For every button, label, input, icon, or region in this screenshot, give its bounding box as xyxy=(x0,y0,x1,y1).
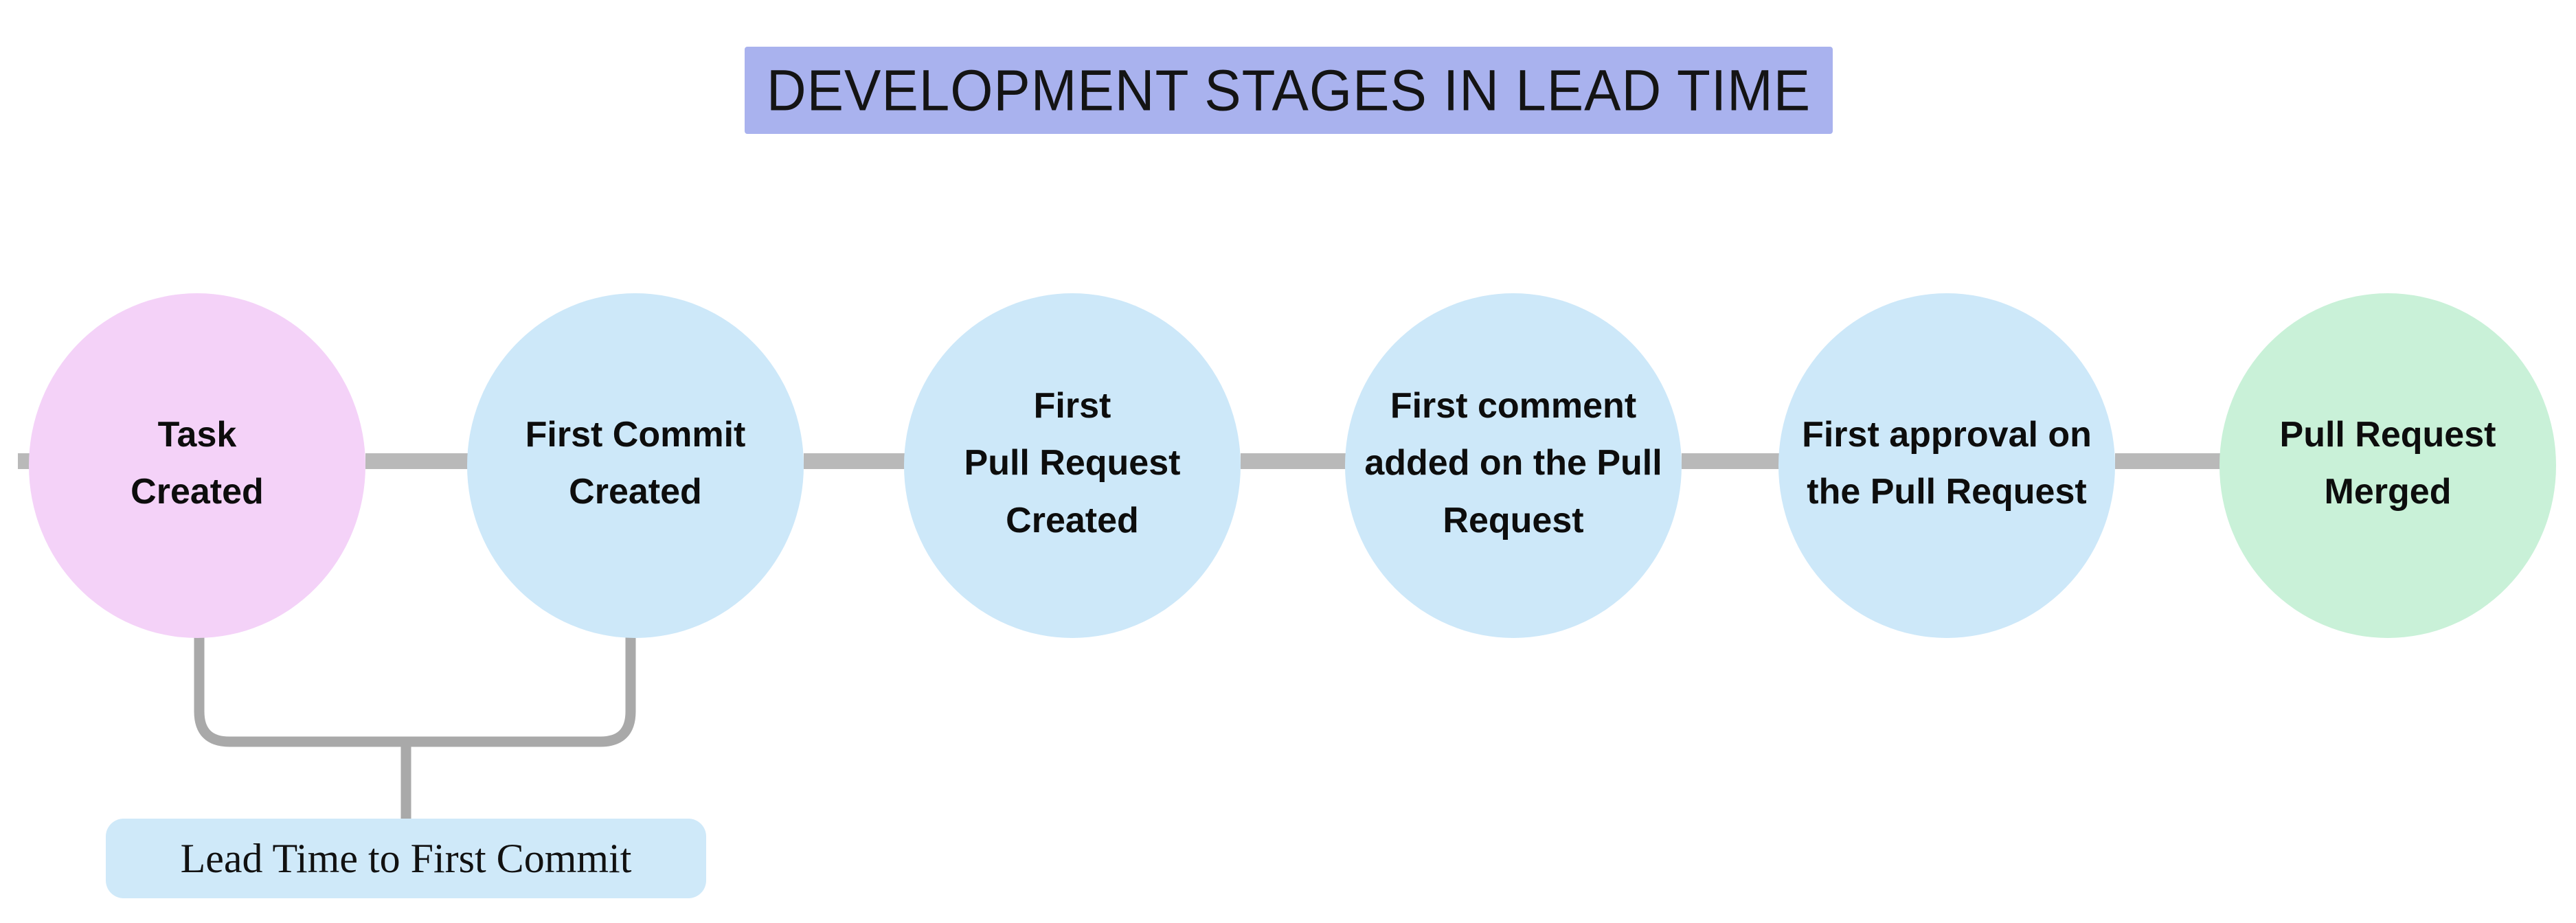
stage-first-approval: First approval on the Pull Request xyxy=(1778,293,2115,638)
connector-line-1-2 xyxy=(365,453,468,469)
stage-first-commit-created: First Commit Created xyxy=(467,293,804,638)
title-banner: DEVELOPMENT STAGES IN LEAD TIME xyxy=(745,47,1833,134)
lead-time-label-text: Lead Time to First Commit xyxy=(180,835,632,881)
connector-line-3-4 xyxy=(1241,453,1346,469)
connector-line-5-6 xyxy=(2115,453,2221,469)
lead-time-label: Lead Time to First Commit xyxy=(106,819,706,898)
stage-label: Pull Request Merged xyxy=(2279,414,2496,512)
stage-label: Task Created xyxy=(131,414,264,512)
stage-label: First Commit Created xyxy=(525,414,746,512)
connector-line-4-5 xyxy=(1682,453,1780,469)
bracket-curve xyxy=(194,632,636,747)
stage-pull-request-merged: Pull Request Merged xyxy=(2219,293,2556,638)
page-title: DEVELOPMENT STAGES IN LEAD TIME xyxy=(766,57,1811,123)
stage-label: First Pull Request Created xyxy=(964,386,1181,540)
stage-first-pull-request-created: First Pull Request Created xyxy=(904,293,1241,638)
connector-edge-stub xyxy=(18,453,32,469)
stage-task-created: Task Created xyxy=(29,293,365,638)
stage-label: First approval on the Pull Request xyxy=(1802,414,2092,512)
stage-first-comment-added: First comment added on the Pull Request xyxy=(1345,293,1682,638)
connector-line-2-3 xyxy=(804,453,905,469)
stage-label: First comment added on the Pull Request xyxy=(1364,386,1662,540)
